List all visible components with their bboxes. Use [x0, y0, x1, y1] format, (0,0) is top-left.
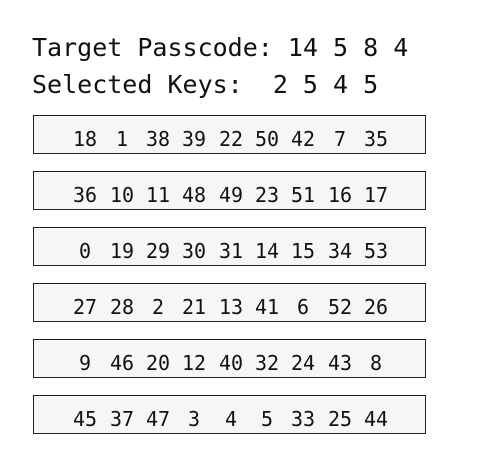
key-button[interactable]: 16 [327, 183, 353, 207]
key-button[interactable]: 21 [181, 295, 207, 319]
key-button[interactable]: 2 [151, 295, 165, 319]
key-button[interactable]: 29 [145, 239, 171, 263]
key-button[interactable]: 20 [145, 351, 171, 375]
key-button[interactable]: 32 [254, 351, 280, 375]
key-button[interactable]: 52 [327, 295, 353, 319]
selected-keys-value: 2 5 4 5 [272, 70, 379, 99]
key-row: 27 28 2 21 13 41 6 52 26 [33, 283, 426, 322]
selected-keys-label: Selected Keys: [32, 70, 243, 99]
key-button[interactable]: 26 [363, 295, 389, 319]
key-button[interactable]: 36 [72, 183, 98, 207]
key-button[interactable]: 22 [218, 127, 244, 151]
key-button[interactable]: 6 [296, 295, 310, 319]
target-passcode-value: 14 5 8 4 [287, 33, 409, 62]
key-button[interactable]: 17 [363, 183, 389, 207]
key-button[interactable]: 38 [145, 127, 171, 151]
key-button[interactable]: 48 [181, 183, 207, 207]
key-row: 9 46 20 12 40 32 24 43 8 [33, 339, 426, 378]
key-button[interactable]: 18 [72, 127, 98, 151]
key-button[interactable]: 14 [254, 239, 280, 263]
key-button[interactable]: 50 [254, 127, 280, 151]
key-button[interactable]: 23 [254, 183, 280, 207]
key-button[interactable]: 12 [181, 351, 207, 375]
key-button[interactable]: 15 [290, 239, 316, 263]
key-button[interactable]: 49 [218, 183, 244, 207]
key-button[interactable]: 11 [145, 183, 171, 207]
key-button[interactable]: 35 [363, 127, 389, 151]
key-button[interactable]: 31 [218, 239, 244, 263]
key-button[interactable]: 24 [290, 351, 316, 375]
key-button[interactable]: 7 [333, 127, 347, 151]
key-button[interactable]: 9 [78, 351, 92, 375]
key-button[interactable]: 40 [218, 351, 244, 375]
key-button[interactable]: 5 [260, 407, 274, 431]
key-button[interactable]: 34 [327, 239, 353, 263]
key-button[interactable]: 53 [363, 239, 389, 263]
key-row: 0 19 29 30 31 14 15 34 53 [33, 227, 426, 266]
key-button[interactable]: 27 [72, 295, 98, 319]
key-button[interactable]: 33 [290, 407, 316, 431]
key-button[interactable]: 13 [218, 295, 244, 319]
key-row: 36 10 11 48 49 23 51 16 17 [33, 171, 426, 210]
key-button[interactable]: 28 [109, 295, 135, 319]
key-button[interactable]: 39 [181, 127, 207, 151]
key-button[interactable]: 41 [254, 295, 280, 319]
key-button[interactable]: 45 [72, 407, 98, 431]
key-button[interactable]: 4 [224, 407, 238, 431]
target-passcode-label: Target Passcode: [32, 33, 273, 62]
key-button[interactable]: 47 [145, 407, 171, 431]
key-button[interactable]: 42 [290, 127, 316, 151]
selected-keys-line: Selected Keys: 2 5 4 5 [32, 70, 378, 100]
key-button[interactable]: 8 [369, 351, 383, 375]
key-button[interactable]: 19 [109, 239, 135, 263]
key-button[interactable]: 0 [78, 239, 92, 263]
key-button[interactable]: 1 [115, 127, 129, 151]
key-row: 18 1 38 39 22 50 42 7 35 [33, 115, 426, 154]
key-button[interactable]: 37 [109, 407, 135, 431]
target-passcode-line: Target Passcode: 14 5 8 4 [32, 33, 408, 63]
key-button[interactable]: 44 [363, 407, 389, 431]
key-button[interactable]: 51 [290, 183, 316, 207]
key-button[interactable]: 43 [327, 351, 353, 375]
key-button[interactable]: 25 [327, 407, 353, 431]
key-button[interactable]: 46 [109, 351, 135, 375]
key-button[interactable]: 30 [181, 239, 207, 263]
key-button[interactable]: 10 [109, 183, 135, 207]
key-button[interactable]: 3 [187, 407, 201, 431]
